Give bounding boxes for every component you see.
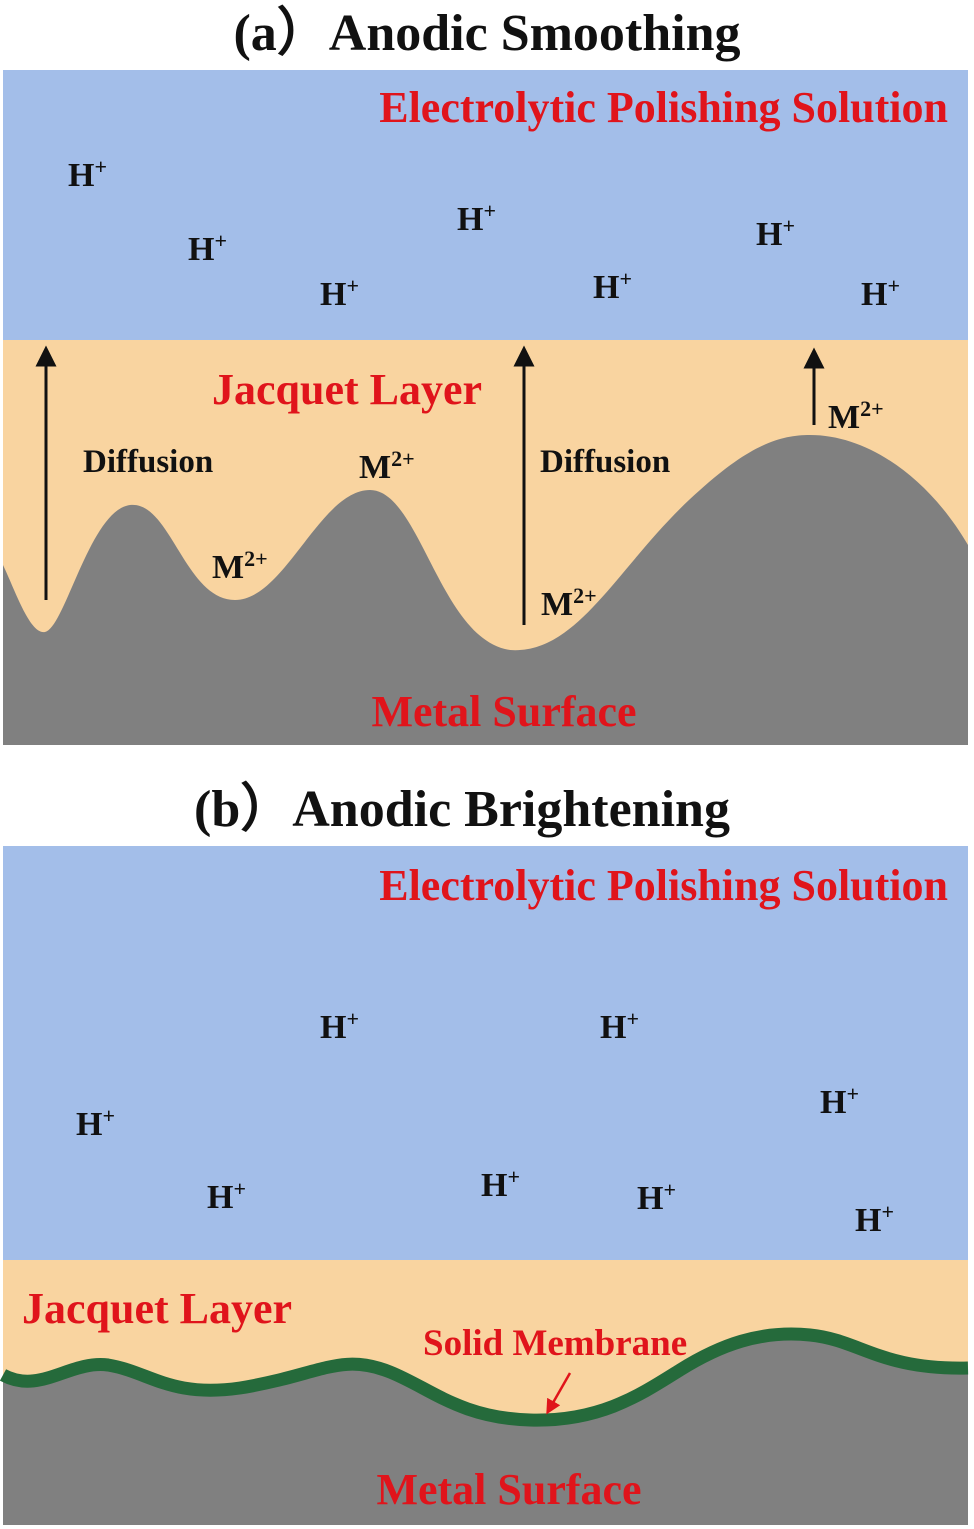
panel-b-jacquet-layer-label: Jacquet Layer — [22, 1284, 292, 1333]
panel-a-m-ion: M2+ — [212, 546, 268, 586]
panel-a-title: (a）Anodic Smoothing — [233, 4, 740, 62]
panel-b-metal-surface-label: Metal Surface — [376, 1465, 641, 1514]
panel-a-metal-surface-label: Metal Surface — [371, 687, 636, 736]
panel-a-diffusion-label-left: Diffusion — [83, 444, 213, 480]
panel-b: (b）Anodic Brightening Electrolytic Polis… — [0, 780, 969, 1525]
panel-a-h-ion: H+ — [593, 266, 632, 306]
panel-a-h-ion: H+ — [861, 273, 900, 313]
panel-a-h-ion: H+ — [68, 154, 107, 194]
panel-b-h-ion: H+ — [207, 1176, 246, 1216]
panel-b-h-ion: H+ — [600, 1006, 639, 1046]
panel-b-solution-region — [3, 846, 968, 1260]
panel-a-solution-region — [3, 70, 968, 340]
panel-b-h-ion: H+ — [637, 1177, 676, 1217]
panel-b-solid-membrane — [0, 1327, 969, 1427]
panel-b-solid-membrane-pointer — [546, 1372, 572, 1415]
panel-a-h-ion: H+ — [188, 228, 227, 268]
panel-a-metal-region — [3, 435, 968, 745]
panel-b-title: (b）Anodic Brightening — [194, 780, 730, 838]
panel-b-h-ion: H+ — [320, 1006, 359, 1046]
panel-a-jacquet-layer-label: Jacquet Layer — [212, 365, 482, 414]
panel-a-m-ion: M2+ — [828, 396, 884, 436]
panel-b-solution-label: Electrolytic Polishing Solution — [379, 861, 948, 910]
panel-a-m-ion: M2+ — [541, 583, 597, 623]
panel-b-h-ion: H+ — [820, 1081, 859, 1121]
panel-a-diffusion-label-right: Diffusion — [540, 444, 670, 480]
panel-b-solid-membrane-label: Solid Membrane — [423, 1323, 687, 1364]
panel-a-h-ion: H+ — [457, 198, 496, 238]
panel-a: (a）Anodic Smoothing Electrolytic Polishi… — [3, 4, 968, 745]
panel-a-solution-label: Electrolytic Polishing Solution — [379, 83, 948, 132]
panel-a-h-ion: H+ — [320, 273, 359, 313]
panel-a-h-ion: H+ — [756, 213, 795, 253]
panel-b-metal-region — [3, 1334, 968, 1525]
panel-b-h-ion: H+ — [481, 1164, 520, 1204]
panel-b-h-ion: H+ — [855, 1199, 894, 1239]
panel-b-h-ion: H+ — [76, 1103, 115, 1143]
panel-a-m-ion: M2+ — [359, 446, 415, 486]
